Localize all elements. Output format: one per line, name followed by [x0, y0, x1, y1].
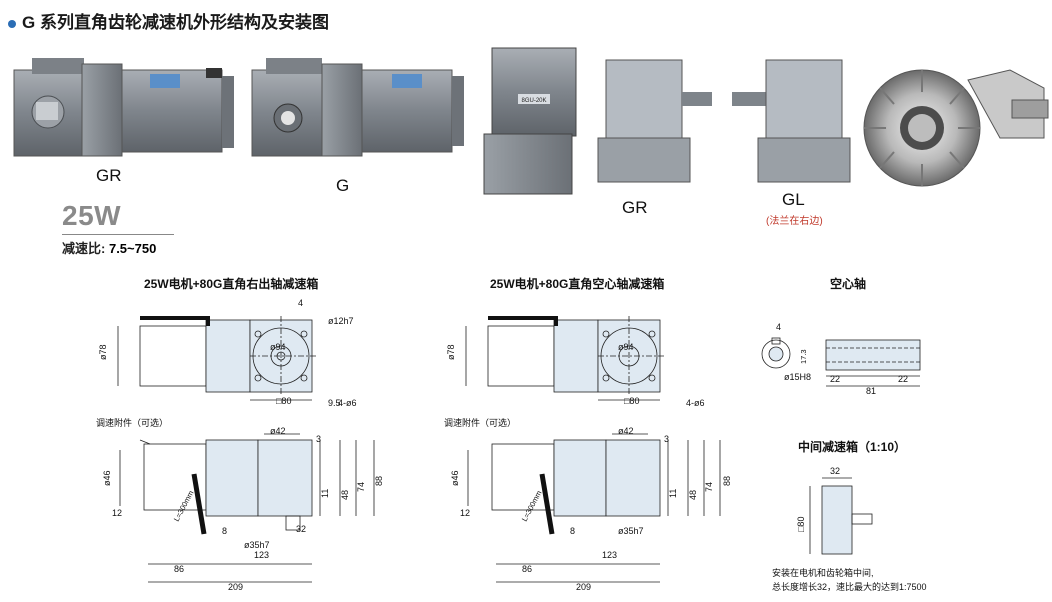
- dim-phi12: ø12h7: [328, 316, 354, 326]
- dim-phi35-2: ø35h7: [618, 526, 644, 536]
- gr-schematic: [597, 59, 712, 183]
- dim-hs-phi15: ø15H8: [784, 372, 811, 382]
- power-underline: [62, 234, 174, 235]
- gr-motor-photo: [13, 58, 234, 157]
- g-motor-photo: [251, 58, 464, 157]
- dim-9-5: 9.5: [328, 398, 341, 408]
- dim-74-2: 74: [704, 482, 714, 492]
- dim-phi94: ø94: [270, 342, 286, 352]
- dim-hs-22b: 22: [898, 374, 908, 384]
- dim-phi42-2: ø42: [618, 426, 634, 436]
- dim-209-2: 209: [576, 582, 591, 592]
- dim-hs-22a: 22: [830, 374, 840, 384]
- speed-attachment-label-2: 调速附件（可选）: [444, 417, 516, 428]
- dim-4phi6-2: 4-ø6: [686, 398, 705, 408]
- right-shaft-top-view: [117, 316, 316, 401]
- dim-12-2: 12: [460, 508, 470, 518]
- dim-48: 48: [340, 490, 350, 500]
- dim-86-2: 86: [522, 564, 532, 574]
- gr-photo-label: GR: [96, 166, 122, 185]
- gearbox-block-photo: 8GU-20K: [483, 47, 577, 195]
- dim-209: 209: [228, 582, 243, 592]
- g-photo-label: G: [336, 176, 350, 195]
- hollow-shaft-top-view: [465, 316, 664, 401]
- bevel-gear-photo: [863, 69, 1049, 187]
- nameplate-text: 8GU-20K: [521, 98, 546, 104]
- dim-phi94-2: ø94: [618, 342, 634, 352]
- dim-8-2: 8: [570, 526, 575, 536]
- dim-123-2: 123: [602, 550, 617, 560]
- intermediate-title: 中间减速箱（1:10）: [798, 440, 907, 454]
- dim-3: 3: [316, 434, 321, 444]
- dim-mid-sq80: □80: [796, 517, 806, 532]
- gr-schematic-label: GR: [622, 198, 648, 217]
- dim-phi78-2: ø78: [446, 344, 456, 360]
- dim-86: 86: [174, 564, 184, 574]
- technical-drawings: 调速附件（可选） 调速附件（可选） ø78 ø94 ø12h7 4 □80 9.…: [96, 298, 921, 592]
- dim-12: 12: [112, 508, 122, 518]
- hollow-axis-title: 空心轴: [830, 277, 867, 291]
- dim-88: 88: [374, 476, 384, 486]
- right-shaft-side-view: [119, 433, 375, 583]
- dim-11-2: 11: [668, 489, 678, 498]
- dim-phi78: ø78: [98, 344, 108, 360]
- dim-123: 123: [254, 550, 269, 560]
- dim-hs-4: 4: [776, 322, 781, 332]
- dim-4phi6: 4-ø6: [338, 398, 357, 408]
- dim-hs-81: 81: [866, 386, 876, 396]
- dim-hs-17-3: 17.3: [799, 349, 808, 364]
- gl-flange-note: (法兰在右边): [766, 216, 823, 227]
- dim-8: 8: [222, 526, 227, 536]
- dim-sq80-2: □80: [624, 396, 639, 406]
- intermediate-gearbox-drawing: [809, 477, 873, 555]
- note-line-1: 安装在电机和齿轮箱中间,: [772, 568, 874, 578]
- hollow-axis-drawing: [761, 337, 921, 387]
- ratio-line: 减速比: 7.5~750: [62, 238, 156, 257]
- dim-3-2: 3: [664, 434, 669, 444]
- dimension-labels: 调速附件（可选） 调速附件（可选） ø78 ø94 ø12h7 4 □80 9.…: [96, 298, 908, 592]
- dim-4: 4: [298, 298, 303, 308]
- dim-32: 32: [296, 524, 306, 534]
- dim-phi46: ø46: [102, 470, 112, 486]
- intermediate-note: 安装在电机和齿轮箱中间, 总长度增长32，速比最大的达到1:7500: [772, 566, 927, 594]
- note-line-2: 总长度增长32，速比最大的达到1:7500: [772, 582, 927, 592]
- gl-schematic-label: GL: [782, 190, 805, 209]
- page-title-text: G 系列直角齿轮减速机外形结构及安装图: [22, 13, 329, 32]
- ratio-value: 7.5~750: [108, 241, 157, 256]
- hollow-shaft-side-view: [467, 433, 721, 583]
- bullet-icon: [8, 19, 16, 28]
- dim-sq80: □80: [276, 396, 291, 406]
- dim-phi35: ø35h7: [244, 540, 270, 550]
- power-rating: 25W: [62, 200, 122, 231]
- dim-74: 74: [356, 482, 366, 492]
- dim-phi42: ø42: [270, 426, 286, 436]
- page-title: G 系列直角齿轮减速机外形结构及安装图: [8, 8, 329, 33]
- right-shaft-title: 25W电机+80G直角右出轴减速箱: [144, 277, 319, 291]
- dim-mid-32: 32: [830, 466, 840, 476]
- product-photos: 8GU-20K: [13, 47, 1049, 195]
- dim-88-2: 88: [722, 476, 732, 486]
- dim-phi46-2: ø46: [450, 470, 460, 486]
- gl-schematic: [732, 59, 851, 183]
- hollow-shaft-title: 25W电机+80G直角空心轴减速箱: [490, 277, 665, 291]
- dim-11: 11: [320, 489, 330, 498]
- dim-48-2: 48: [688, 490, 698, 500]
- ratio-label: 减速比:: [62, 241, 106, 256]
- speed-attachment-label: 调速附件（可选）: [96, 417, 168, 428]
